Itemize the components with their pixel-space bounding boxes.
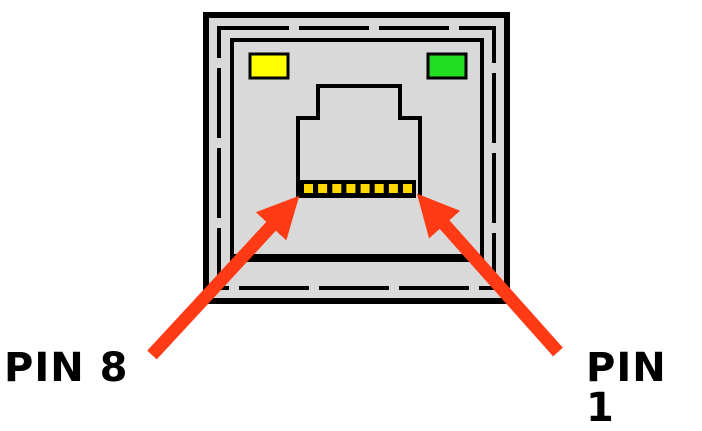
pin-contacts-strip: [300, 180, 416, 198]
pin-1-label: PIN 1: [586, 345, 667, 431]
pin-8-label: PIN 8: [4, 345, 129, 391]
arrow-pin-1: [416, 193, 563, 357]
pin-contact: [304, 184, 313, 193]
green-led-icon: [426, 52, 468, 80]
rj45-jack-diagram: [147, 12, 563, 360]
rj45-jack-icon: [203, 12, 510, 304]
pin-contact: [403, 184, 412, 193]
pin-contact: [374, 184, 384, 193]
port-opening: [296, 84, 422, 198]
jack-inner-frame: [217, 26, 496, 290]
pin-contact: [332, 184, 342, 193]
pin-contact: [388, 184, 398, 193]
pin-contact: [318, 184, 328, 193]
pin-contacts: [304, 184, 412, 193]
yellow-led-icon: [248, 52, 290, 80]
pin-contact: [360, 184, 370, 193]
pin-contact: [346, 184, 356, 193]
arrow-pin-8: [147, 195, 300, 360]
